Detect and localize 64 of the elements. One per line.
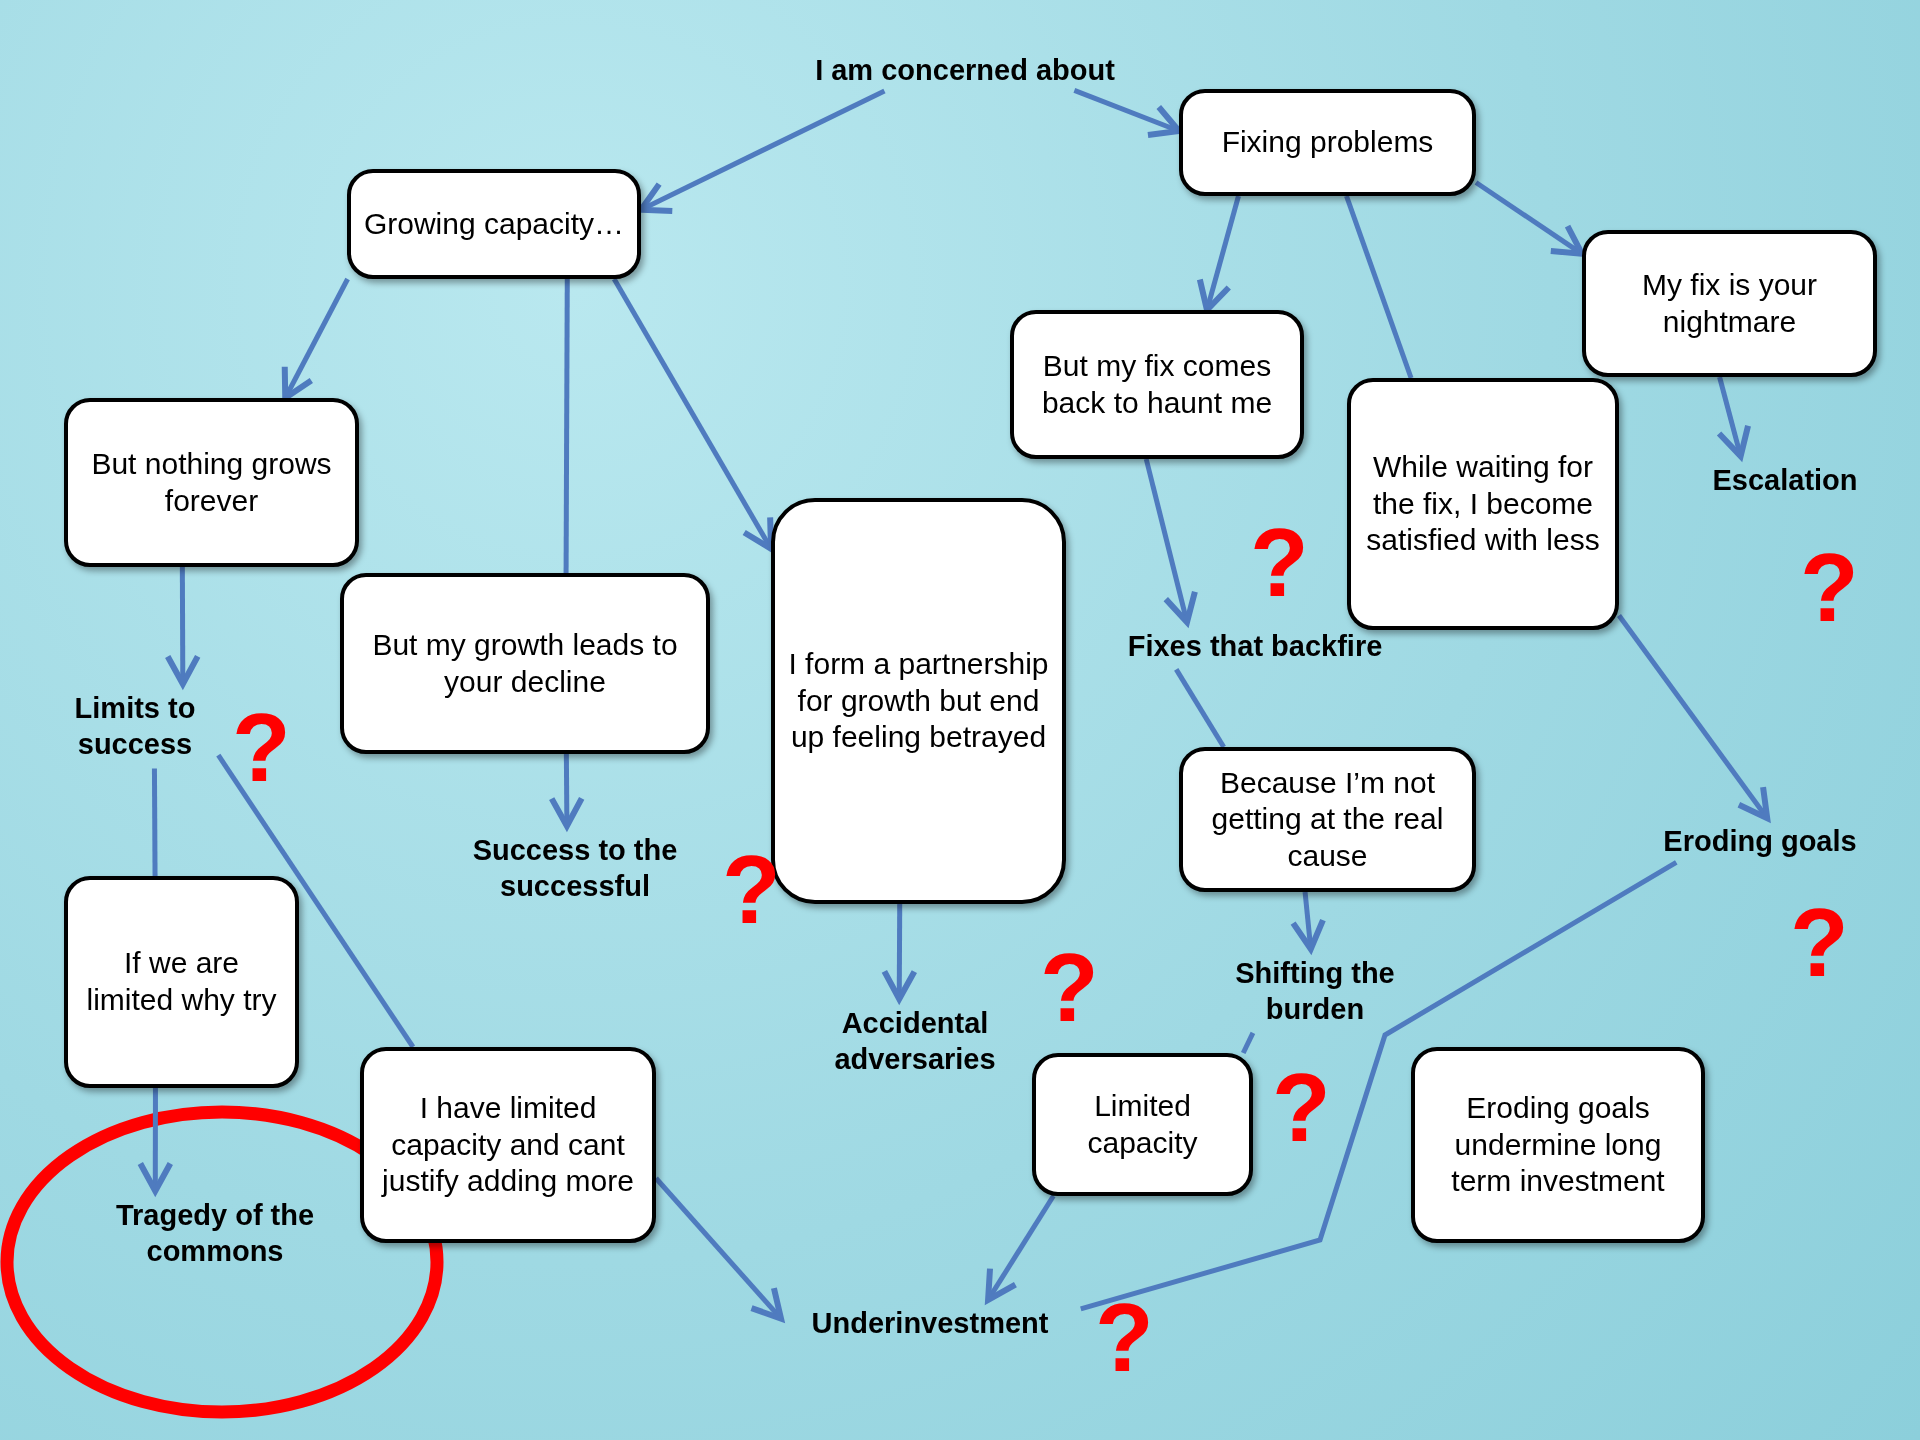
arrow	[1474, 180, 1585, 257]
statement-box	[1582, 230, 1877, 377]
statement-text: Fixing problems	[1221, 124, 1434, 161]
statement-box	[64, 398, 359, 567]
statement-text: Because I’m not getting at the real cause	[1210, 764, 1445, 874]
statement-text: Limited capacity	[1086, 1087, 1199, 1161]
question-mark: ?	[722, 842, 781, 938]
statement-box	[340, 573, 710, 754]
question-mark: ?	[1250, 515, 1309, 611]
statement-box	[360, 1047, 656, 1243]
statement-text: I form a partnership for growth but end up feeling betrayed	[787, 646, 1050, 756]
question-mark: ?	[1800, 540, 1859, 636]
connector-line	[151, 768, 158, 876]
question-mark: ?	[1040, 940, 1099, 1036]
statement-text: But my growth leads to your decline	[371, 626, 679, 700]
statement-text: Eroding goals undermine long term investment	[1450, 1090, 1666, 1200]
statement-text: While waiting for the fix, I become satisfied with less	[1365, 449, 1601, 559]
statement-text: My fix is your nightmare	[1641, 266, 1818, 340]
statement-text: But my fix comes back to haunt me	[1040, 347, 1274, 421]
arrow	[1290, 891, 1326, 953]
statement-box	[347, 169, 641, 279]
statement-text: Growing capacity…	[363, 205, 625, 242]
statement-text: If we are limited why try	[85, 945, 278, 1018]
arrow	[1716, 376, 1752, 460]
pattern-label: Tragedy of the commons	[100, 1197, 330, 1270]
connector-line	[1174, 668, 1226, 749]
arrow	[612, 277, 774, 552]
statement-box	[1179, 747, 1476, 892]
pattern-label: Escalation	[1690, 462, 1880, 499]
arrow	[1143, 458, 1198, 626]
statement-box	[1347, 378, 1619, 630]
statement-text: But nothing grows forever	[90, 445, 333, 519]
question-mark: ?	[1790, 895, 1849, 991]
arrow	[985, 1194, 1056, 1303]
statement-box	[64, 876, 299, 1088]
arrow	[654, 1176, 784, 1322]
connector-line	[1241, 1031, 1256, 1055]
connector-line	[216, 753, 416, 1049]
statement-box	[1411, 1047, 1705, 1243]
arrow	[548, 754, 585, 829]
pattern-label: Underinvestment	[785, 1305, 1075, 1342]
connector-line	[1080, 860, 1678, 1312]
pattern-label: Eroding goals	[1640, 823, 1880, 860]
pattern-label: Accidental adversaries	[815, 1005, 1015, 1078]
arrow	[137, 1088, 174, 1194]
connector-line	[563, 279, 570, 573]
pattern-label: Limits to success	[55, 690, 215, 763]
arrow	[164, 567, 201, 687]
arrow	[1196, 195, 1241, 313]
statement-text: I have limited capacity and cant justify adding more	[380, 1090, 635, 1200]
arrow	[881, 904, 918, 1002]
pattern-label: Success to the successful	[445, 832, 705, 905]
arrow	[1616, 614, 1771, 822]
pattern-label: I am concerned about	[775, 52, 1155, 89]
pattern-label: Fixes that backfire	[1100, 628, 1410, 665]
question-mark: ?	[1272, 1060, 1331, 1156]
arrow	[281, 277, 350, 401]
statement-box	[1010, 310, 1304, 459]
question-mark: ?	[1095, 1290, 1154, 1386]
statement-box	[1179, 89, 1476, 196]
connector-line	[1344, 195, 1414, 379]
pattern-label: Shifting the burden	[1210, 955, 1420, 1028]
question-mark: ?	[232, 700, 291, 796]
statement-box	[1032, 1053, 1253, 1196]
